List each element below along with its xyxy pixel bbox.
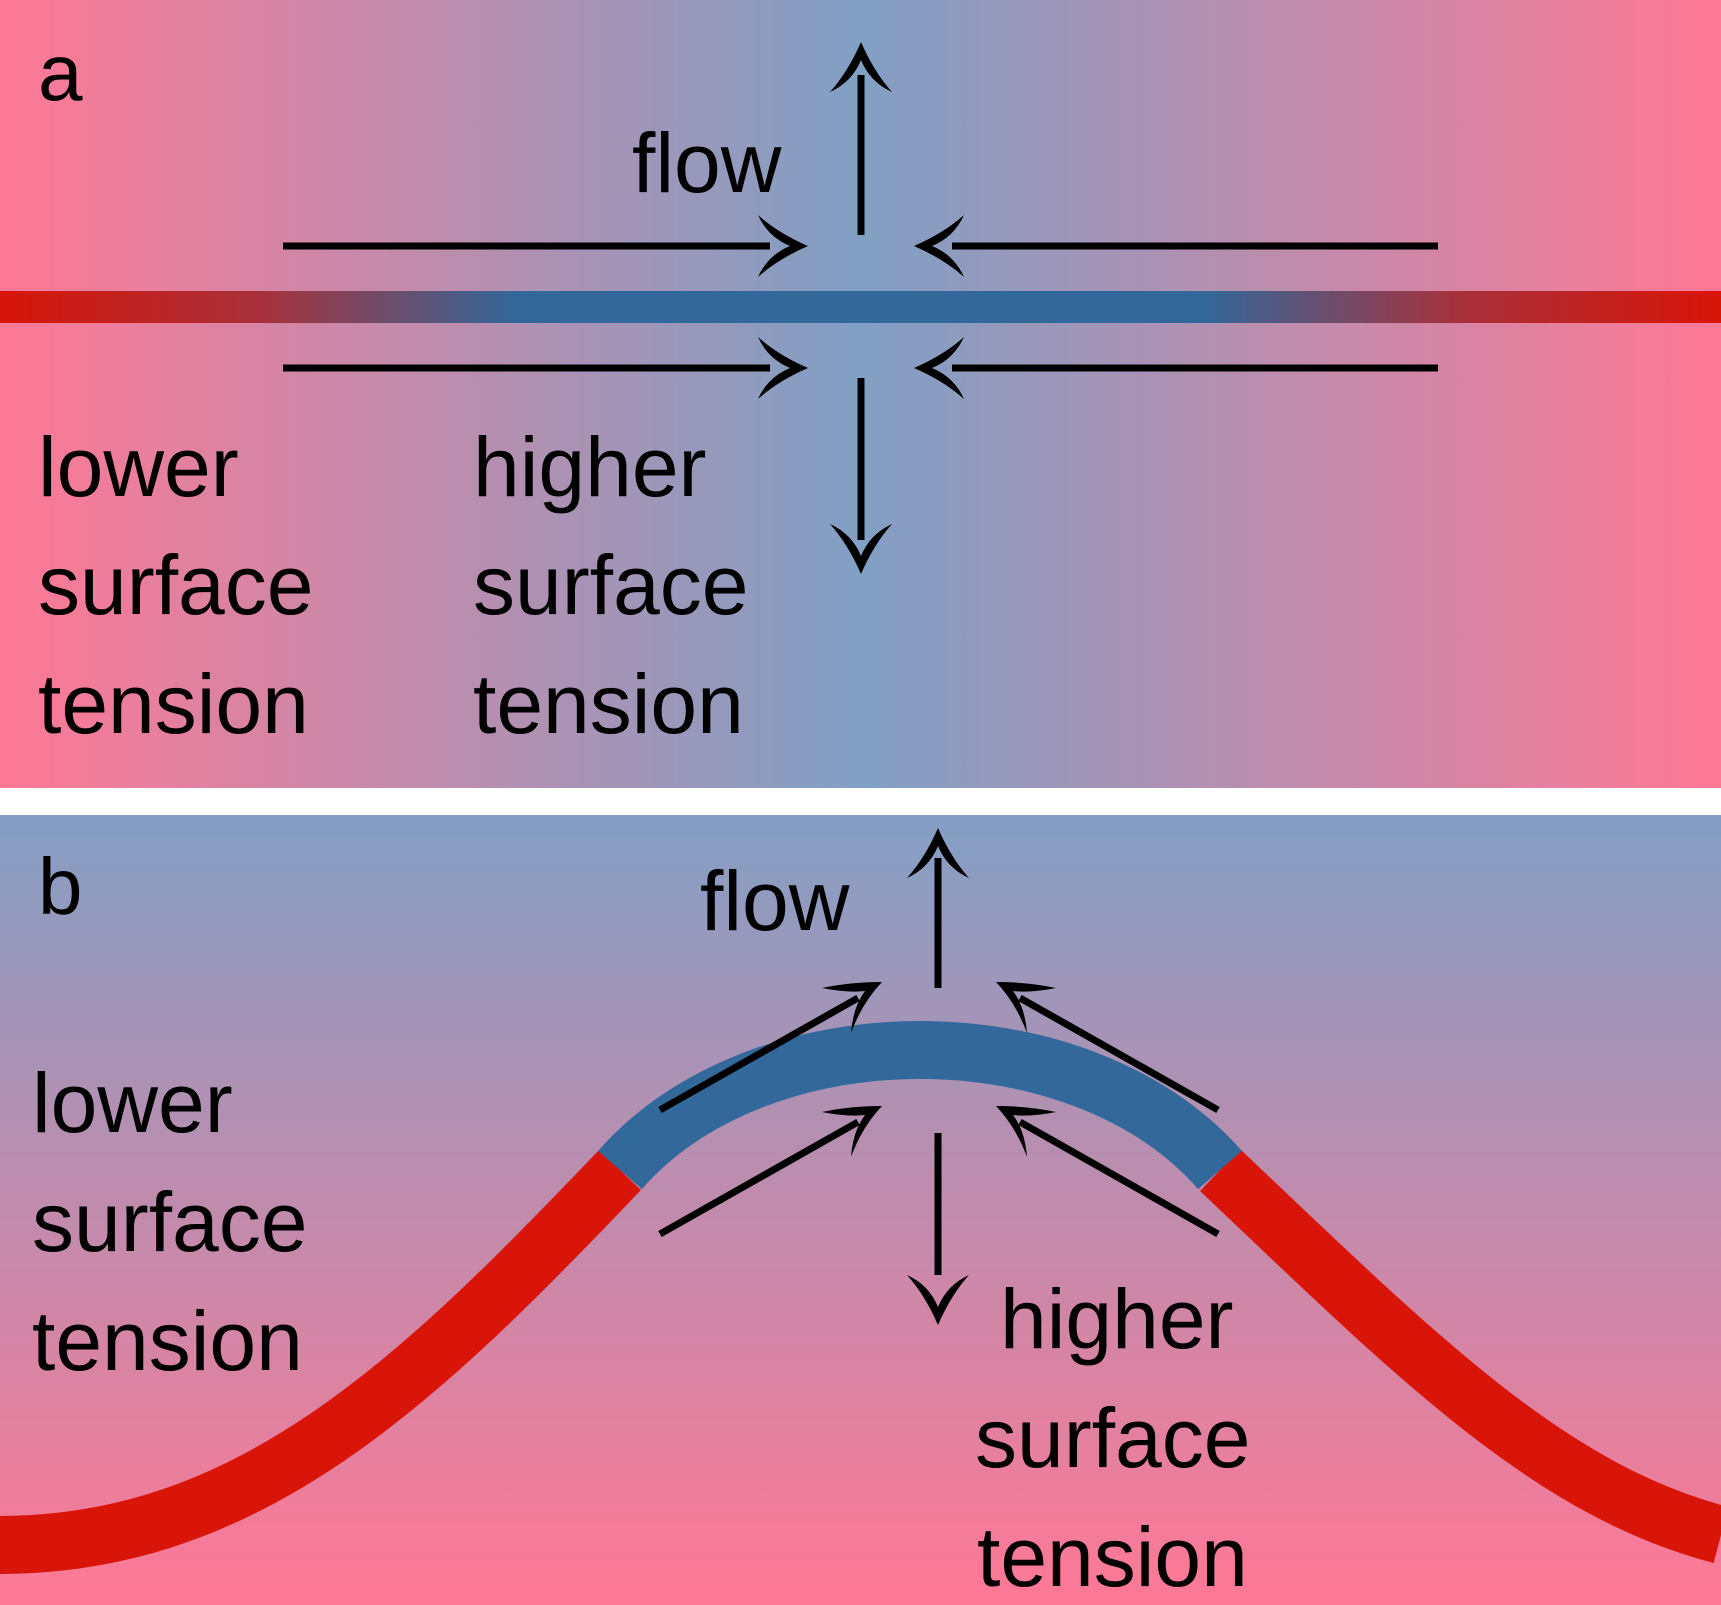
panel-b-arrow-lower-left [658,1118,860,1238]
panel-a-left-label-line1: lower [38,420,239,514]
panel-b-interface-left [0,1149,641,1574]
panel-a-right-label-line1: higher [473,420,707,514]
panel-a-right-label-line3: tension [473,657,744,751]
panel-b-arrowhead-upper-right [996,982,1056,1033]
panel-a: a flow lower surface tension higher surf… [0,0,1721,788]
panel-a-interface [0,291,1721,323]
panel-b-arrowhead-up [907,828,969,878]
panel-b-arrow-upper-left [658,994,860,1114]
panel-a-arrowhead-up [830,42,892,92]
panel-b-arrowhead-lower-left [822,1106,882,1157]
panel-b-arrowhead-upper-left [822,982,882,1033]
panel-a-right-label-line2: surface [473,538,748,632]
panel-a-letter: a [38,28,83,117]
panel-a-arrowhead-top-left [758,215,808,277]
panel-b-right-label-line1: higher [1000,1272,1234,1366]
panel-b-left-label-line1: lower [32,1056,233,1150]
panel-a-arrowhead-down [830,524,892,574]
panel-b: b flow lower surface tension higher surf… [0,815,1721,1605]
panel-a-arrowhead-top-right [914,215,964,277]
panel-a-flow-label: flow [632,116,782,210]
panel-separator [0,788,1721,815]
panel-b-interface-center [598,1021,1242,1190]
panel-b-arrow-upper-right [1018,994,1220,1114]
panel-b-flow-label: flow [700,854,850,948]
panel-a-arrowhead-bottom-right [914,337,964,399]
panel-b-interface-right [1200,1148,1721,1564]
panel-b-arrow-lower-right [1018,1118,1220,1238]
panel-b-right-label-line2: surface [975,1391,1250,1485]
panel-b-left-label-line2: surface [32,1175,307,1269]
panel-b-left-label-line3: tension [32,1294,303,1388]
panel-b-letter: b [38,842,83,931]
panel-b-arrowhead-down [907,1275,969,1325]
panel-a-left-label-line3: tension [38,657,309,751]
panel-a-left-label-line2: surface [38,538,313,632]
panel-b-arrowhead-lower-right [996,1106,1056,1157]
panel-b-right-label-line3: tension [977,1510,1248,1604]
panel-a-arrowhead-bottom-left [758,337,808,399]
